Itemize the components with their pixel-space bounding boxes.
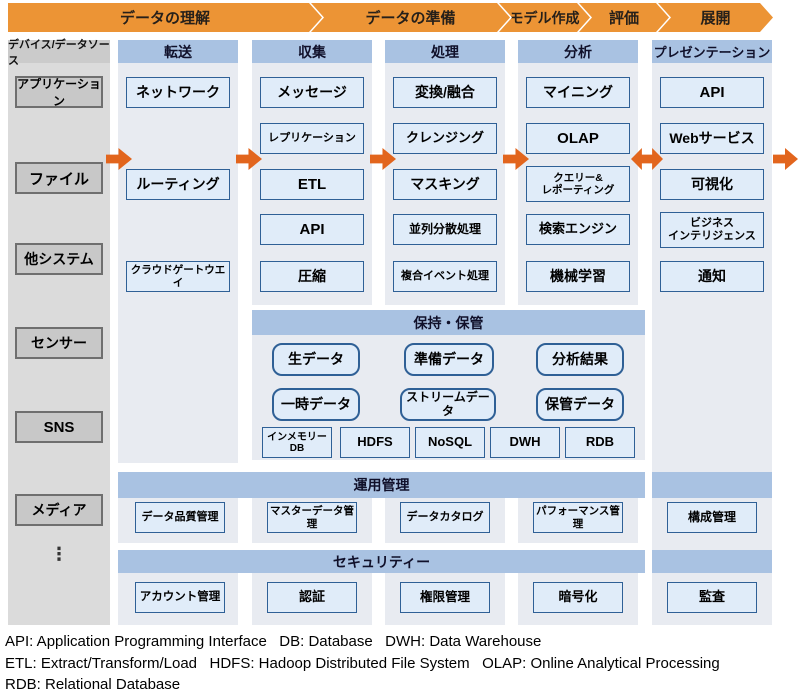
source-panel-header: デバイス/データソース: [8, 38, 110, 67]
source-more-ellipsis: ⋮: [50, 544, 68, 564]
stage-model-creation: モデル作成: [499, 3, 590, 32]
box-masking: マスキング: [393, 169, 497, 200]
box-message: メッセージ: [260, 77, 364, 108]
box-web-service: Webサービス: [660, 123, 764, 154]
box-audit: 監査: [667, 582, 757, 613]
box-mining: マイニング: [526, 77, 630, 108]
box-analysis-results: 分析結果: [536, 343, 624, 376]
box-stream-data: ストリームデータ: [400, 388, 496, 421]
source-item-other-system: 他システム: [15, 243, 103, 275]
box-api-collection: API: [260, 214, 364, 245]
box-data-catalog: データカタログ: [400, 502, 490, 533]
column-header-transfer: 転送: [118, 40, 238, 63]
box-authentication: 認証: [267, 582, 357, 613]
box-temporary-data: 一時データ: [272, 388, 360, 421]
source-item-application: アプリケーション: [15, 76, 103, 108]
stage-data-preparation: データの準備: [311, 3, 510, 32]
storage-section-header: 保持・保管: [252, 310, 645, 335]
box-query-reporting: クエリー& レポーティング: [526, 166, 630, 202]
flow-arrow-bidirectional-icon: [631, 148, 663, 170]
box-parallel-distributed-processing: 並列分散処理: [393, 214, 497, 245]
box-nosql: NoSQL: [415, 427, 485, 458]
security-band-right: [652, 550, 772, 573]
source-item-file: ファイル: [15, 162, 103, 194]
box-performance-management: パフォーマンス管理: [533, 502, 623, 533]
box-master-data-management: マスターデータ管理: [267, 502, 357, 533]
source-item-media: メディア: [15, 494, 103, 526]
operations-band: 運用管理: [118, 472, 645, 498]
box-raw-data: 生データ: [272, 343, 360, 376]
box-account-management: アカウント管理: [135, 582, 225, 613]
box-machine-learning: 機械学習: [526, 261, 630, 292]
box-api-presentation: API: [660, 77, 764, 108]
box-data-quality-management: データ品質管理: [135, 502, 225, 533]
box-network: ネットワーク: [126, 77, 230, 108]
box-configuration-management: 構成管理: [667, 502, 757, 533]
box-authorization-management: 権限管理: [400, 582, 490, 613]
source-item-sensor: センサー: [15, 327, 103, 359]
box-routing: ルーティング: [126, 169, 230, 200]
column-header-collection: 収集: [252, 40, 372, 63]
box-cloud-gateway: クラウドゲートウエイ: [126, 261, 230, 292]
box-prepared-data: 準備データ: [404, 343, 494, 376]
box-business-intelligence: ビジネス インテリジェンス: [660, 212, 764, 248]
flow-arrow-output-icon: [773, 148, 798, 170]
column-header-presentation: プレゼンテーション: [652, 40, 772, 63]
box-olap: OLAP: [526, 123, 630, 154]
box-compression: 圧縮: [260, 261, 364, 292]
column-header-analysis: 分析: [518, 40, 638, 63]
footnote-line-1: API: Application Programming Interface D…: [5, 633, 542, 650]
box-complex-event-processing: 複合イベント処理: [393, 261, 497, 292]
stage-data-understanding: データの理解: [8, 3, 322, 32]
operations-band-right: [652, 472, 772, 498]
column-header-processing: 処理: [385, 40, 505, 63]
box-cleansing: クレンジング: [393, 123, 497, 154]
footnote-line-3: RDB: Relational Database: [5, 676, 181, 693]
box-search-engine: 検索エンジン: [526, 214, 630, 245]
box-notification: 通知: [660, 261, 764, 292]
box-archived-data: 保管データ: [536, 388, 624, 421]
footnote-line-2: ETL: Extract/Transform/Load HDFS: Hadoop…: [5, 654, 720, 672]
box-hdfs: HDFS: [340, 427, 410, 458]
box-visualization: 可視化: [660, 169, 764, 200]
source-item-sns: SNS: [15, 411, 103, 443]
box-rdb: RDB: [565, 427, 635, 458]
box-in-memory-db: インメモリー DB: [262, 427, 332, 458]
column-transfer-bg: [118, 40, 238, 463]
box-encryption: 暗号化: [533, 582, 623, 613]
box-dwh: DWH: [490, 427, 560, 458]
box-replication: レプリケーション: [260, 123, 364, 154]
box-etl: ETL: [260, 169, 364, 200]
box-transform-fusion: 変換/融合: [393, 77, 497, 108]
stage-evaluation: 評価: [579, 3, 669, 32]
stage-deployment: 展開: [658, 3, 773, 32]
security-band: セキュリティー: [118, 550, 645, 573]
